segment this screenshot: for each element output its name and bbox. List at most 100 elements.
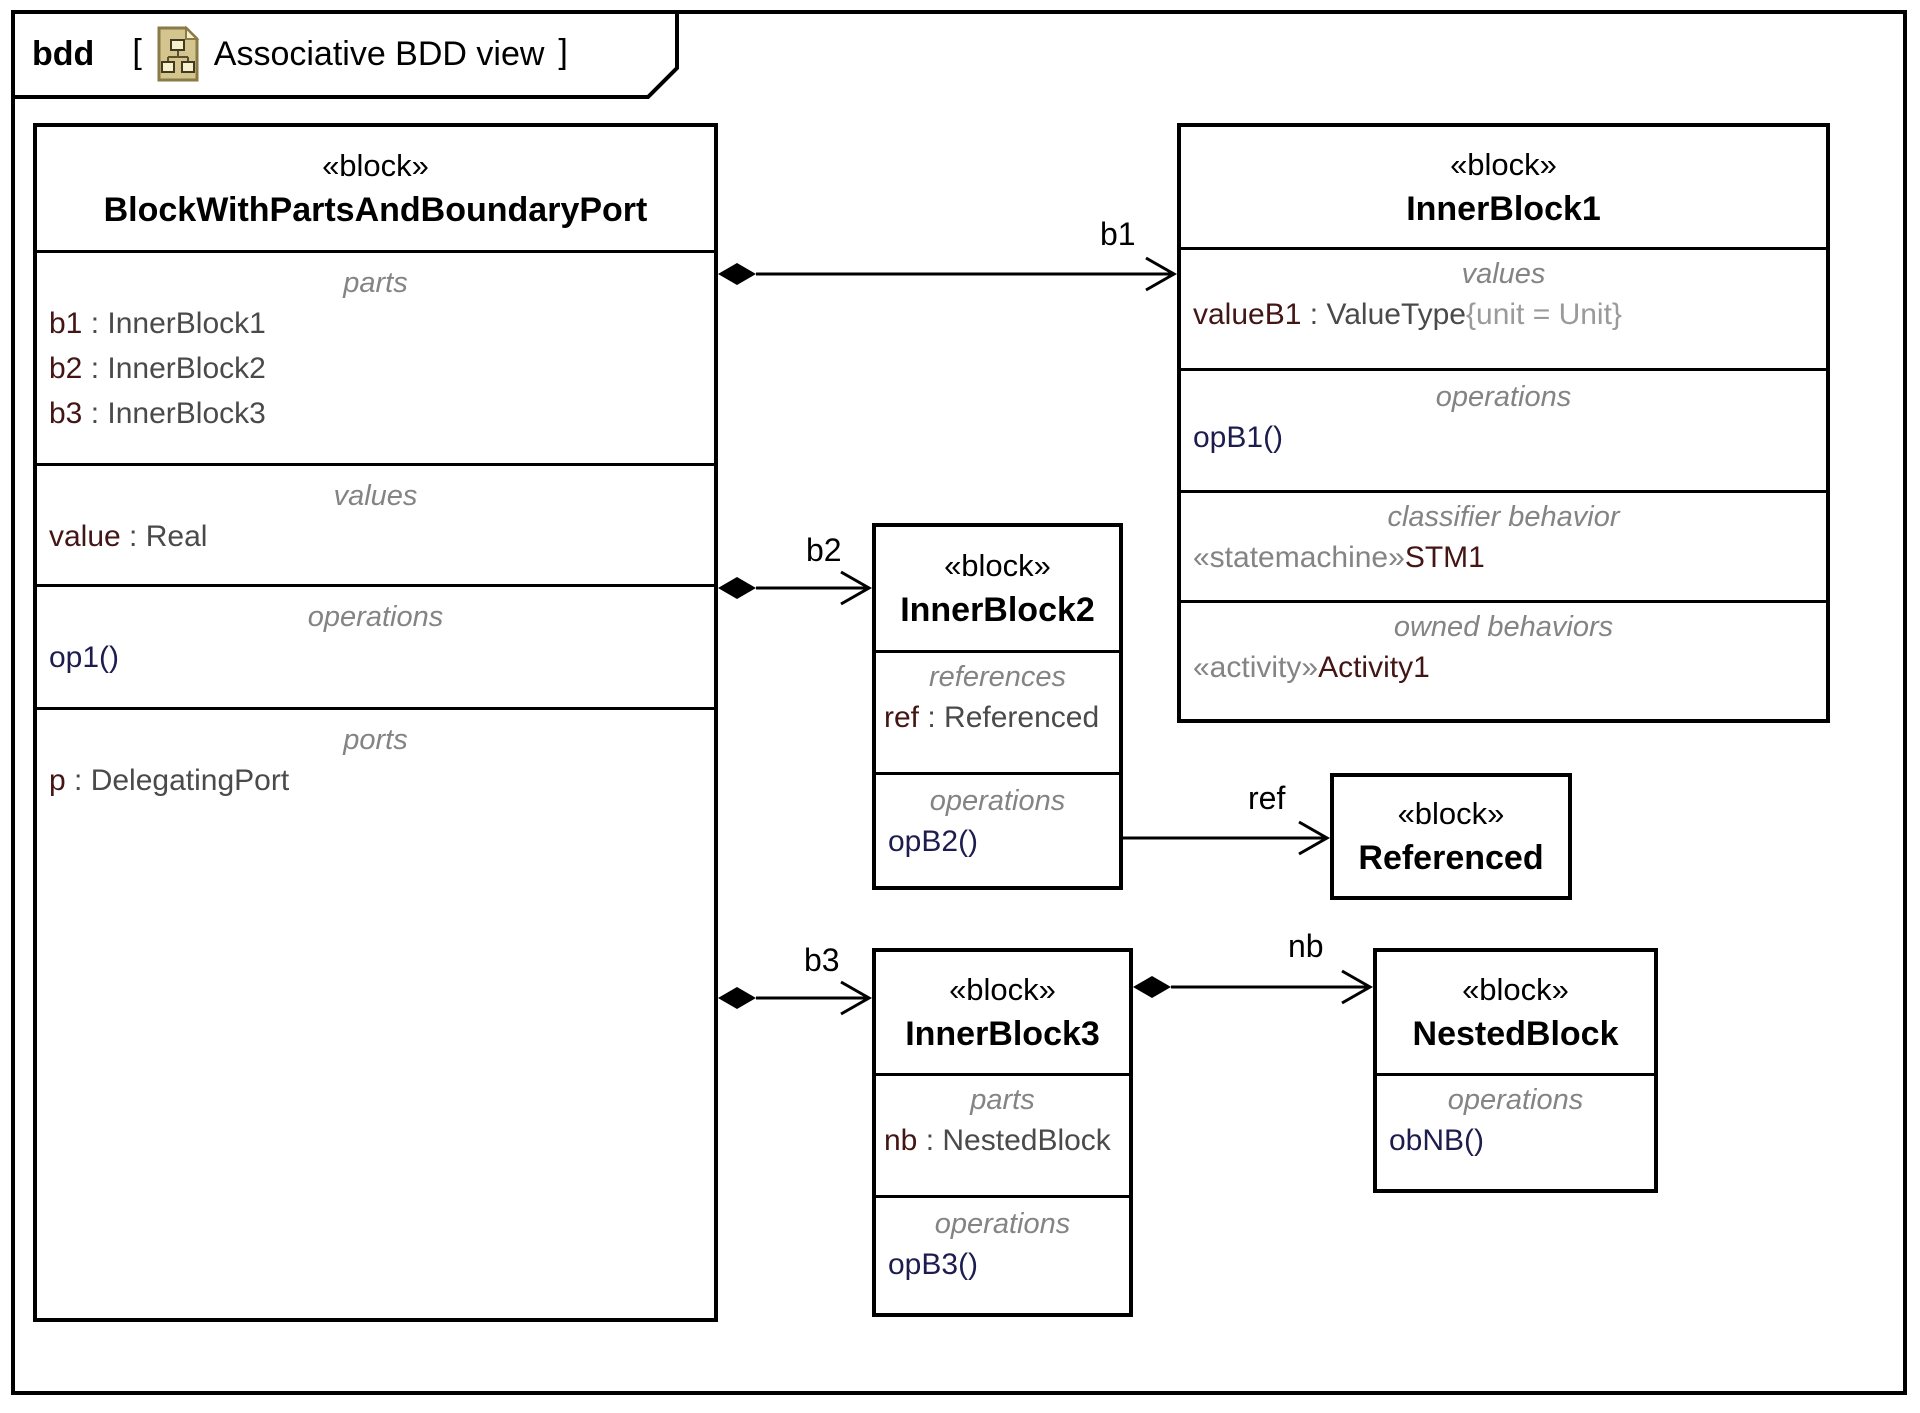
block-name: InnerBlock1 (1406, 189, 1601, 228)
operation-item[interactable]: obNB() (1377, 1118, 1654, 1163)
association-label-b3[interactable]: b3 (804, 942, 840, 978)
reference-item[interactable]: ref : Referenced (876, 695, 1119, 740)
association-label-ref[interactable]: ref (1248, 780, 1286, 816)
block-title-compartment: «block» NestedBlock (1377, 952, 1654, 1073)
part-item[interactable]: nb : NestedBlock (876, 1118, 1129, 1163)
open-arrowhead-icon (1341, 969, 1374, 1005)
separator: : (1301, 298, 1327, 332)
behavior-name: Activity1 (1318, 651, 1430, 685)
separator: : (82, 307, 108, 341)
compartment-label: parts (970, 1084, 1035, 1116)
ports-compartment: ports p : DelegatingPort (37, 707, 714, 1318)
operations-compartment: operations op1() (37, 584, 714, 707)
reference-type: Referenced (944, 701, 1100, 735)
compartment-label: values (1461, 258, 1546, 290)
block-title-compartment: «block» InnerBlock3 (876, 952, 1129, 1073)
block-nestedblock[interactable]: «block» NestedBlock operations obNB() (1373, 948, 1658, 1193)
part-type: InnerBlock2 (107, 352, 266, 386)
separator: : (82, 352, 108, 386)
open-arrowhead-icon (1145, 256, 1178, 292)
port-name: p (49, 764, 66, 798)
value-item[interactable]: valueB1 : ValueType{unit = Unit} (1181, 292, 1826, 337)
diagram-frame (11, 10, 1907, 1395)
composite-diamond-icon (718, 263, 756, 285)
owned-behavior-item[interactable]: «activity»Activity1 (1181, 645, 1826, 690)
part-name: nb (884, 1124, 918, 1158)
association-label-b2[interactable]: b2 (806, 532, 842, 568)
part-item[interactable]: b2 : InnerBlock2 (37, 346, 714, 391)
compartment-label: operations (929, 785, 1066, 817)
operation-item[interactable]: op1() (37, 635, 714, 680)
classifier-behavior-item[interactable]: «statemachine»STM1 (1181, 535, 1826, 580)
block-name: BlockWithPartsAndBoundaryPort (103, 191, 648, 229)
separator: : (120, 520, 146, 554)
part-type: InnerBlock3 (107, 397, 266, 431)
composite-diamond-icon (718, 987, 756, 1009)
compartment-label: operations (307, 601, 444, 633)
operations-compartment: operations opB2() (876, 772, 1119, 886)
block-innerblock1[interactable]: «block» InnerBlock1 values valueB1 : Val… (1177, 123, 1830, 723)
values-compartment: values value : Real (37, 463, 714, 584)
association-nb (1133, 969, 1374, 1005)
behavior-name: STM1 (1404, 541, 1485, 575)
block-stereotype: «block» (1462, 972, 1569, 1007)
compartment-label: operations (1447, 1084, 1584, 1116)
part-name: b3 (49, 397, 83, 431)
part-type: NestedBlock (942, 1124, 1111, 1158)
port-item[interactable]: p : DelegatingPort (37, 758, 714, 803)
block-blockwithpartsandboundaryport[interactable]: «block» BlockWithPartsAndBoundaryPort pa… (33, 123, 718, 1322)
operation-signature: obNB() (1389, 1124, 1485, 1158)
operation-signature: opB3() (888, 1248, 979, 1282)
value-type: Real (145, 520, 208, 554)
block-title-compartment: «block» BlockWithPartsAndBoundaryPort (37, 127, 714, 250)
compartment-label: operations (934, 1208, 1071, 1240)
operations-compartment: operations opB3() (876, 1195, 1129, 1313)
part-item[interactable]: b3 : InnerBlock3 (37, 391, 714, 436)
open-bracket: [ (132, 32, 142, 71)
value-constraint: {unit = Unit} (1465, 298, 1622, 332)
part-type: InnerBlock1 (107, 307, 266, 341)
open-arrowhead-icon (840, 570, 873, 606)
values-compartment: values valueB1 : ValueType{unit = Unit} (1181, 247, 1826, 368)
block-innerblock3[interactable]: «block» InnerBlock3 parts nb : NestedBlo… (872, 948, 1133, 1317)
block-title-compartment: «block» InnerBlock2 (876, 527, 1119, 650)
owned-behaviors-compartment: owned behaviors «activity»Activity1 (1181, 600, 1826, 719)
port-type: DelegatingPort (90, 764, 290, 798)
compartment-label: classifier behavior (1387, 501, 1620, 533)
block-name: NestedBlock (1412, 1015, 1619, 1053)
parts-compartment: parts nb : NestedBlock (876, 1073, 1129, 1195)
association-b1 (718, 256, 1178, 292)
compartment-label: operations (1435, 381, 1572, 413)
association-b2 (718, 570, 873, 606)
operations-compartment: operations opB1() (1181, 368, 1826, 490)
compartment-label: ports (343, 724, 408, 756)
composite-diamond-icon (1133, 976, 1171, 998)
parts-compartment: parts b1 : InnerBlock1 b2 : InnerBlock2 … (37, 250, 714, 463)
block-referenced[interactable]: «block» Referenced (1330, 773, 1572, 900)
diagram-name: Associative BDD view (213, 34, 545, 73)
association-label-b1[interactable]: b1 (1100, 216, 1136, 252)
operation-item[interactable]: opB1() (1181, 415, 1826, 460)
compartment-label: parts (343, 267, 408, 299)
reference-name: ref (884, 701, 920, 735)
part-name: b2 (49, 352, 83, 386)
compartment-label: values (333, 480, 418, 512)
close-bracket: ] (558, 32, 568, 71)
block-innerblock2[interactable]: «block» InnerBlock2 references ref : Ref… (872, 523, 1123, 890)
operation-item[interactable]: opB3() (876, 1242, 1129, 1287)
operations-compartment: operations obNB() (1377, 1073, 1654, 1189)
operation-item[interactable]: opB2() (876, 819, 1119, 864)
composite-diamond-icon (718, 577, 756, 599)
block-name: InnerBlock2 (900, 591, 1095, 629)
operation-signature: op1() (49, 641, 120, 675)
value-type: ValueType (1326, 298, 1466, 332)
part-name: b1 (49, 307, 83, 341)
value-item[interactable]: value : Real (37, 514, 714, 559)
association-label-nb[interactable]: nb (1288, 928, 1324, 964)
open-arrowhead-icon (1298, 820, 1331, 856)
value-name: value (49, 520, 121, 554)
part-item[interactable]: b1 : InnerBlock1 (37, 301, 714, 346)
block-stereotype: «block» (322, 148, 429, 183)
bdd-diagram-icon (157, 25, 200, 82)
